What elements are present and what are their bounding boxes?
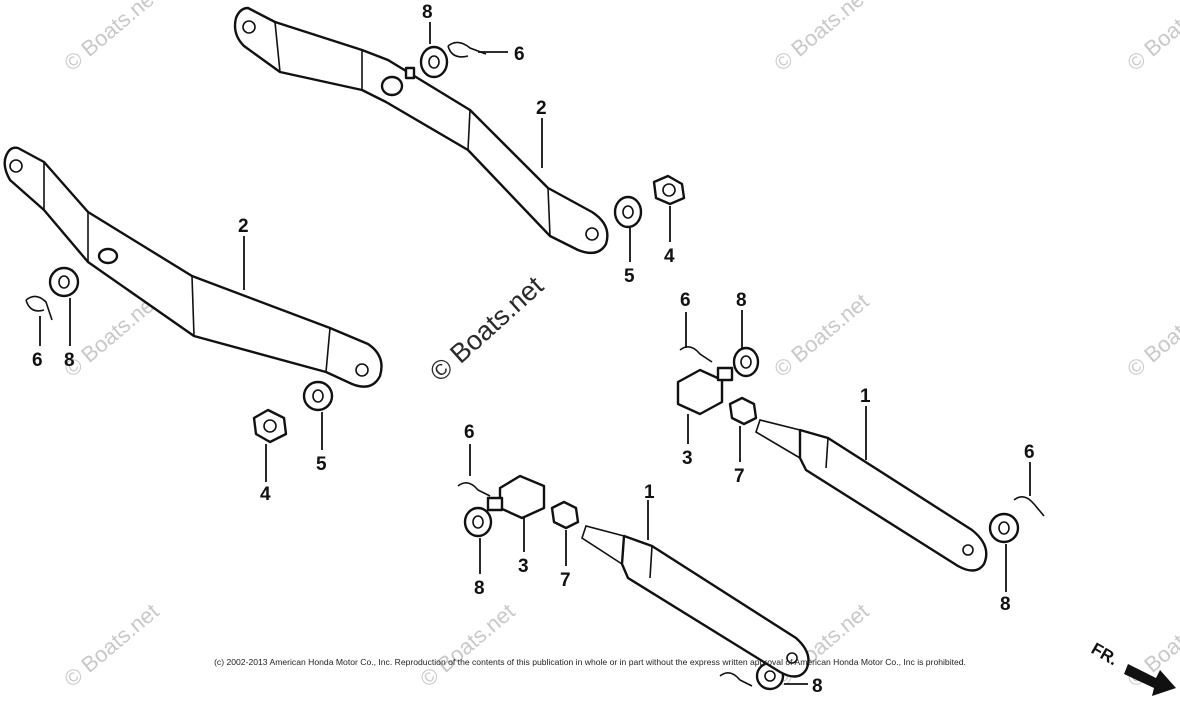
watermark-text: © Boats.net [769, 289, 873, 382]
callout-3: 3 [518, 556, 529, 577]
washer-group [48, 45, 1020, 691]
copyright-notice: (c) 2002-2013 American Honda Motor Co., … [214, 657, 966, 667]
front-arrow-icon [1124, 664, 1176, 696]
bracket-part-2-lower [3, 146, 383, 388]
leader-lines [39, 22, 1031, 685]
watermark-text: © Boats.net [1122, 289, 1180, 382]
callout-1: 1 [860, 386, 871, 407]
callout-5: 5 [624, 266, 635, 287]
callout-7: 7 [734, 466, 745, 487]
callout-6: 6 [514, 44, 525, 65]
callout-3: 3 [682, 448, 693, 469]
callout-8: 8 [812, 676, 823, 697]
joint-group [486, 366, 734, 520]
callout-2: 2 [238, 216, 249, 237]
callout-4: 4 [260, 484, 271, 505]
watermark-text: © Boats.net [59, 0, 163, 76]
callout-8: 8 [64, 350, 75, 371]
rod-part-1-right [755, 419, 988, 572]
callout-6: 6 [1024, 442, 1035, 463]
watermark-text: © Boats.net [1122, 0, 1180, 76]
rod-part-1-lower [581, 525, 810, 678]
callout-8: 8 [474, 578, 485, 599]
callout-8: 8 [1000, 594, 1011, 615]
nut-group [252, 174, 758, 530]
callout-8: 8 [736, 290, 747, 311]
watermark-text: © Boats.net [59, 599, 163, 692]
callout-labels: 8 6 2 5 4 2 6 8 5 4 6 8 3 7 1 6 8 6 8 3 … [32, 2, 1035, 697]
callout-6: 6 [464, 422, 475, 443]
watermark-text: © Boats.net [415, 599, 519, 692]
callout-2: 2 [536, 98, 547, 119]
watermark-text: © Boats.net [769, 0, 873, 76]
callout-8: 8 [422, 2, 433, 23]
callout-6: 6 [32, 350, 43, 371]
callout-1: 1 [644, 482, 655, 503]
watermark-center: © Boats.net [424, 270, 550, 387]
callout-6: 6 [680, 290, 691, 311]
callout-5: 5 [316, 454, 327, 475]
bracket-part-2-upper [233, 6, 609, 255]
callout-4: 4 [664, 246, 675, 267]
callout-7: 7 [560, 570, 571, 591]
clip-pin-group [25, 41, 1045, 687]
